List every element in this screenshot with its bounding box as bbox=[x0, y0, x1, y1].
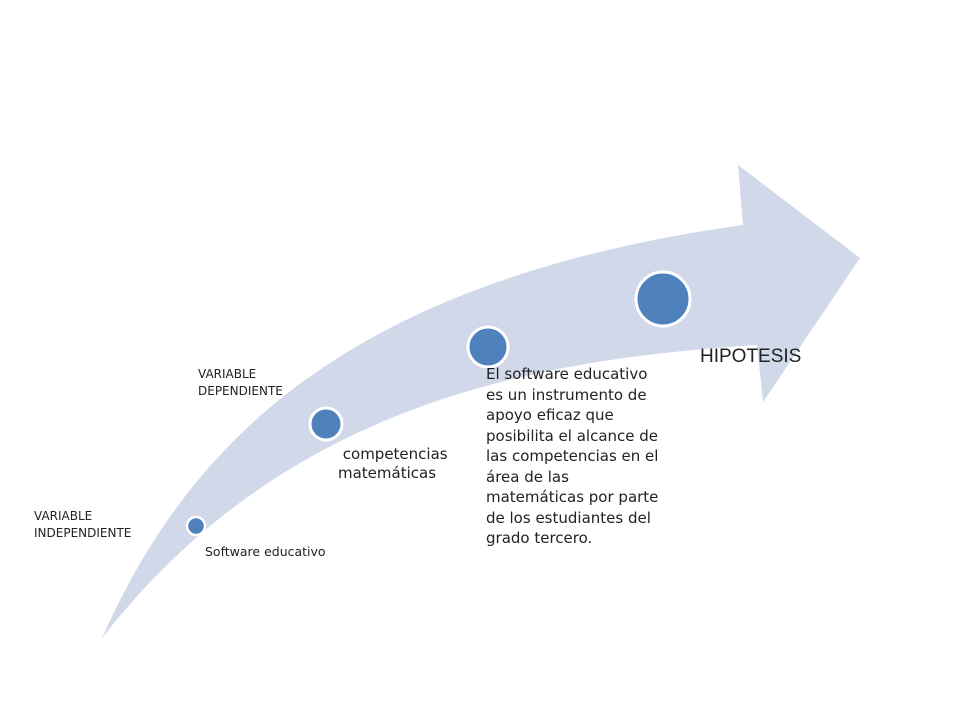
timeline-node-2 bbox=[308, 406, 344, 442]
step-1-line: Software educativo bbox=[205, 544, 326, 559]
step-4-line: HIPOTESIS bbox=[700, 346, 802, 367]
step-3-line: apoyo eficaz que bbox=[486, 406, 614, 425]
step-4-label: HIPOTESIS bbox=[700, 344, 801, 370]
step-2-line: matemáticas bbox=[338, 463, 437, 482]
variable-independiente-line: VARIABLE bbox=[34, 509, 93, 523]
step-3-line: es un instrumento de bbox=[486, 385, 647, 404]
step-3-line: las competencias en el bbox=[486, 447, 659, 466]
step-3-line: matemáticas por parte bbox=[486, 488, 659, 507]
step-3-line: área de las bbox=[486, 467, 569, 486]
curved-arrow bbox=[102, 165, 860, 638]
step-2-label: competencias matemáticas bbox=[338, 445, 448, 483]
variable-dependiente-line: DEPENDIENTE bbox=[198, 384, 283, 399]
timeline-node-3 bbox=[466, 325, 510, 369]
variable-dependiente-line: VARIABLE bbox=[198, 367, 257, 381]
step-3-label: El software educativo es un instrumento … bbox=[486, 364, 681, 549]
step-3-line: posibilita el alcance de bbox=[486, 426, 659, 445]
step-3-line: de los estudiantes del bbox=[486, 508, 651, 527]
step-2-line: competencias bbox=[338, 445, 448, 463]
timeline-node-4 bbox=[634, 270, 692, 328]
timeline-node-1 bbox=[185, 515, 207, 537]
step-3-line: grado tercero. bbox=[486, 529, 593, 548]
step-1-label: Software educativo bbox=[205, 544, 326, 561]
variable-independiente-line: INDEPENDIENTE bbox=[34, 526, 132, 541]
step-3-line: El software educativo bbox=[486, 365, 648, 383]
variable-dependiente-label: VARIABLE DEPENDIENTE bbox=[198, 366, 338, 401]
variable-independiente-label: VARIABLE INDEPENDIENTE bbox=[34, 508, 174, 543]
